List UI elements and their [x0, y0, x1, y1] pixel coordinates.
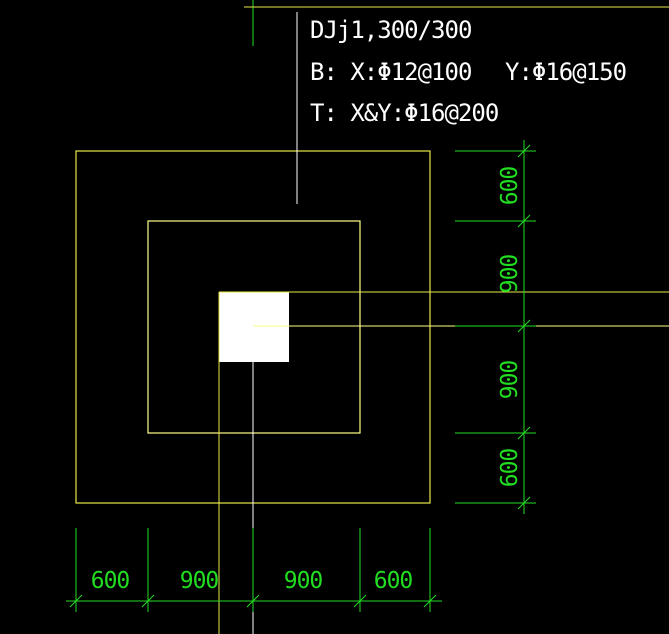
column-block — [219, 292, 289, 362]
dimension-chain-right — [455, 140, 536, 514]
footing-label-line2-bottom-x: B: X:Φ12@100 — [310, 58, 471, 86]
dim-bottom-tick-3 — [246, 594, 260, 608]
dimension-chain-bottom — [66, 528, 442, 612]
footing-label-line2-bottom-y: Y:Φ16@150 — [505, 58, 626, 86]
dim-bottom-tick-1 — [69, 594, 83, 608]
footing-label-line1: DJj1,300/300 — [310, 16, 471, 44]
dim-bottom-value-1: 600 — [91, 568, 130, 594]
footing-label-line3-top: T: X&Y:Φ16@200 — [310, 99, 498, 127]
dim-right-tick-2 — [517, 214, 531, 228]
dim-bottom-tick-2 — [141, 594, 155, 608]
dim-right-tick-1 — [517, 144, 531, 158]
dim-right-tick-3 — [517, 319, 531, 333]
dim-bottom-value-2: 900 — [180, 568, 219, 594]
dim-bottom-value-4: 600 — [374, 568, 413, 594]
dim-bottom-value-3: 900 — [284, 568, 323, 594]
dim-right-tick-5 — [517, 496, 531, 510]
dim-right-tick-4 — [517, 426, 531, 440]
dim-bottom-tick-4 — [353, 594, 367, 608]
dim-right-value-4: 600 — [497, 449, 523, 488]
dim-right-value-3: 900 — [497, 361, 523, 400]
dim-right-value-2: 900 — [497, 255, 523, 294]
dim-bottom-tick-5 — [423, 594, 437, 608]
dim-right-value-1: 600 — [497, 167, 523, 206]
footing-inner-step — [147, 220, 361, 434]
